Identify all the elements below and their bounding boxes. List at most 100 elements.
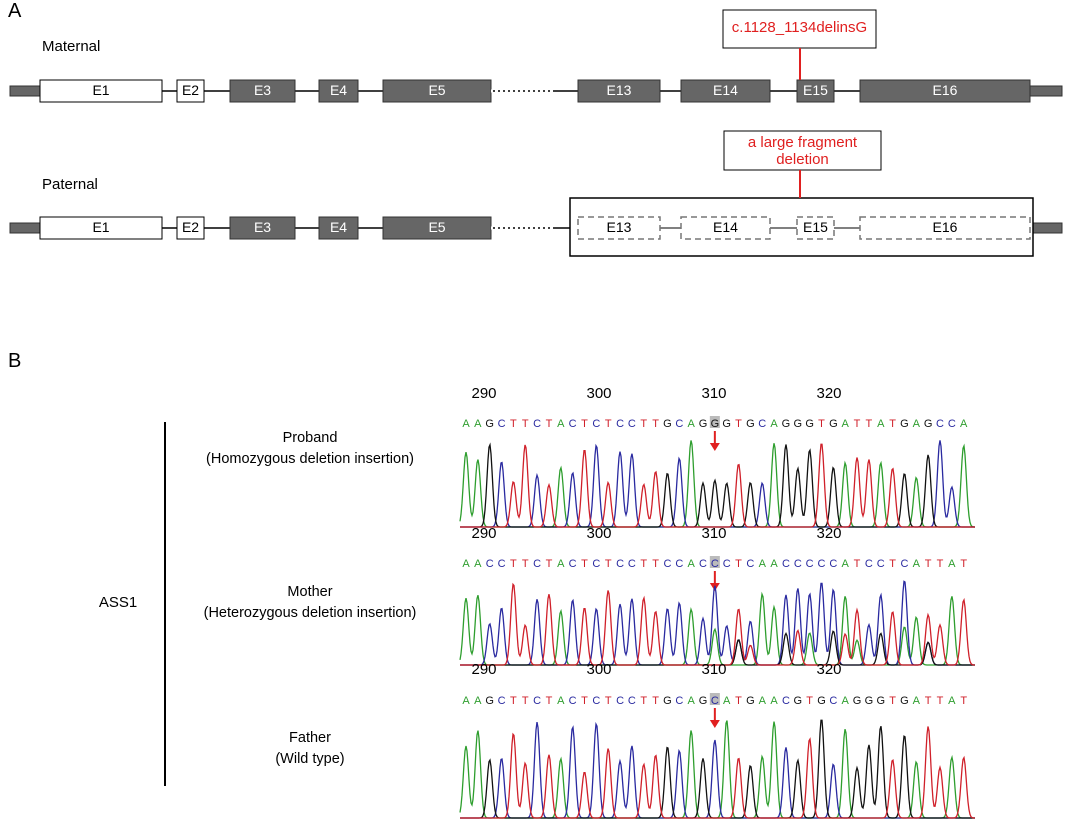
exon-label: E1	[92, 219, 110, 235]
base-call: A	[913, 695, 921, 707]
base-call: T	[806, 695, 813, 707]
base-call: G	[746, 695, 755, 707]
base-call: C	[746, 558, 754, 570]
exon-label: E5	[428, 82, 446, 98]
base-call: T	[581, 418, 588, 430]
base-call: T	[581, 695, 588, 707]
base-call: T	[510, 418, 517, 430]
base-call: G	[853, 695, 862, 707]
base-call: A	[687, 558, 695, 570]
base-call: T	[889, 558, 896, 570]
position-tick: 290	[471, 525, 497, 542]
exon-label: E3	[253, 82, 272, 98]
base-call: C	[628, 418, 636, 430]
base-call: A	[770, 695, 778, 707]
base-call: C	[628, 695, 636, 707]
exon-e14	[680, 79, 771, 103]
base-call: G	[485, 695, 494, 707]
sample-desc: (Heterozygous deletion insertion)	[203, 605, 417, 621]
base-call: C	[616, 558, 624, 570]
base-call: T	[510, 558, 517, 570]
base-call: T	[960, 558, 967, 570]
base-call: T	[605, 558, 612, 570]
base-call: C	[592, 418, 600, 430]
base-call: C	[675, 695, 683, 707]
base-call: A	[842, 418, 850, 430]
base-call: A	[759, 695, 767, 707]
base-call: T	[889, 418, 896, 430]
base-call: C	[592, 695, 600, 707]
base-call: C	[498, 418, 506, 430]
base-call: G	[876, 695, 885, 707]
panel-a-label: A	[8, 0, 22, 22]
base-call: G	[900, 418, 909, 430]
base-call: T	[581, 558, 588, 570]
position-tick: 310	[701, 661, 727, 678]
base-call: T	[937, 558, 944, 570]
exon-label: E15	[803, 219, 828, 235]
base-call: C	[569, 418, 577, 430]
base-call: T	[640, 558, 647, 570]
position-tick: 290	[471, 385, 497, 402]
exon-label: E16	[932, 82, 958, 98]
exon-label: E1	[92, 82, 110, 98]
trace-C	[460, 721, 975, 819]
base-call: T	[866, 418, 873, 430]
maternal-gene	[9, 9, 1063, 103]
base-call: T	[735, 418, 742, 430]
base-call: A	[557, 418, 565, 430]
exon-e2	[176, 79, 205, 103]
base-call: A	[462, 558, 470, 570]
position-tick: 310	[701, 525, 727, 542]
exon-label: E2	[181, 82, 200, 98]
base-call: G	[865, 695, 874, 707]
exon-label: E3	[253, 219, 272, 235]
base-call: A	[960, 418, 968, 430]
exon-label: E2	[181, 219, 200, 235]
base-call: T	[510, 695, 517, 707]
base-call: G	[722, 418, 731, 430]
exon-label: E4	[329, 219, 348, 235]
base-call: C	[877, 558, 885, 570]
base-call: C	[865, 558, 873, 570]
base-call: T	[522, 418, 529, 430]
base-call: G	[711, 418, 720, 430]
exon-e15	[796, 79, 835, 103]
base-call: T	[652, 418, 659, 430]
base-call: T	[546, 558, 553, 570]
base-call: C	[498, 558, 506, 570]
base-call: A	[948, 695, 956, 707]
maternal-annotation-box	[722, 9, 877, 49]
base-call: T	[925, 558, 932, 570]
trace-G	[460, 442, 975, 528]
sample-name: Father	[289, 730, 331, 746]
base-call: G	[782, 418, 791, 430]
base-call: T	[605, 695, 612, 707]
base-call: C	[711, 695, 719, 707]
base-call: A	[687, 695, 695, 707]
exon-e16	[859, 79, 1031, 103]
maternal-annotation: c.1128_1134delinsG	[731, 19, 868, 36]
base-call: T	[652, 695, 659, 707]
base-call: C	[782, 695, 790, 707]
base-call: T	[960, 695, 967, 707]
exon-label: E13	[606, 82, 632, 98]
sample-name: Proband	[282, 430, 338, 446]
exon-e4	[318, 79, 359, 103]
base-call: T	[640, 695, 647, 707]
base-call: G	[746, 418, 755, 430]
base-call: C	[498, 695, 506, 707]
exon-label: E4	[329, 82, 348, 98]
base-call: T	[889, 695, 896, 707]
base-call: C	[675, 418, 683, 430]
base-call: A	[462, 418, 470, 430]
base-call: C	[663, 558, 671, 570]
position-tick: 300	[586, 525, 612, 542]
exon-e3	[229, 79, 296, 103]
trace-T	[460, 443, 975, 528]
base-call: A	[913, 558, 921, 570]
base-call: A	[474, 418, 482, 430]
